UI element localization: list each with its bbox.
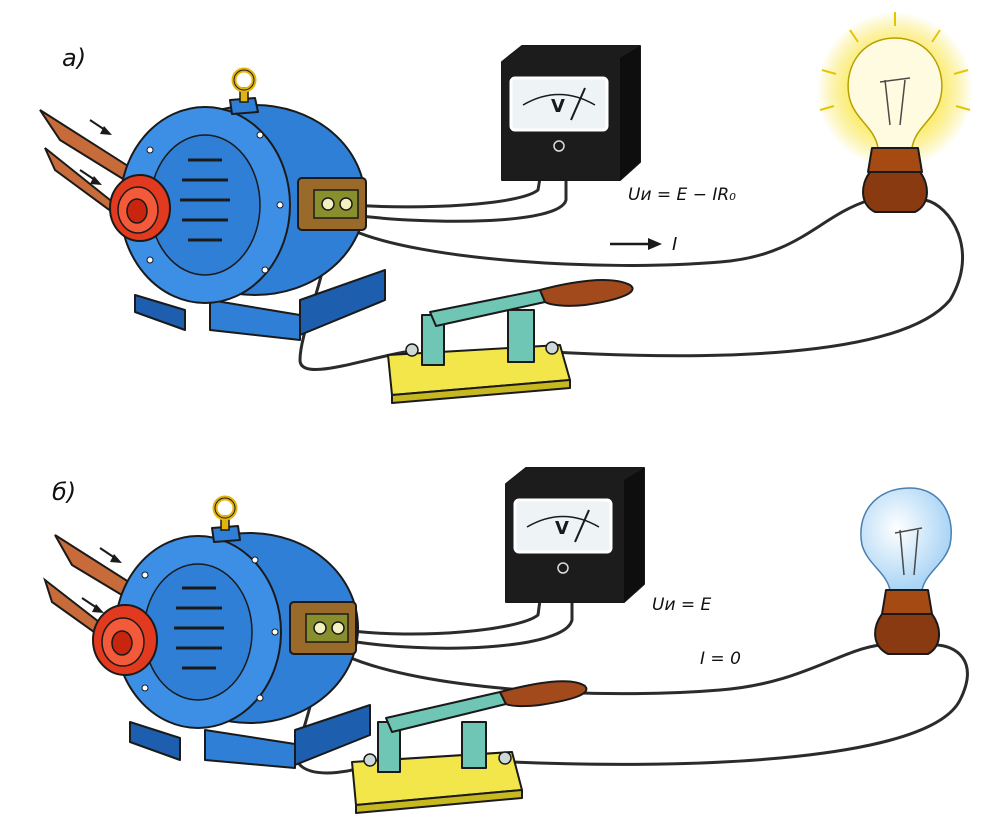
panel-a: а) — [39, 12, 973, 404]
panel-a-lamp-lit — [817, 12, 973, 213]
panel-b-voltmeter: V — [505, 467, 645, 603]
panel-a-voltmeter: V — [501, 45, 641, 181]
panel-b-eye-bolt — [212, 495, 238, 531]
panel-a-wires — [298, 176, 964, 371]
panel-a-knife-switch — [387, 279, 634, 404]
panel-b-knife-switch — [351, 680, 588, 814]
panel-b-current-label: I = 0 — [700, 649, 741, 669]
panel-a-pulley — [109, 174, 171, 242]
panel-b: б) — [43, 467, 969, 814]
panel-b-formula: Uи = E — [652, 595, 712, 615]
panel-a-meter-symbol: V — [551, 96, 565, 117]
panel-a-current-label: I — [672, 234, 677, 255]
panel-a-terminal-box — [297, 177, 367, 231]
panel-b-pulley — [92, 604, 158, 676]
panel-b-meter-symbol: V — [555, 518, 569, 539]
panel-a-formula: Uи = E − IR₀ — [628, 185, 736, 205]
panel-a-current-arrow — [610, 238, 662, 250]
panel-b-terminal-box — [289, 601, 357, 655]
panel-b-lamp-off — [860, 487, 952, 655]
panel-a-label: а) — [62, 44, 86, 72]
panel-a-eye-bolt — [231, 67, 257, 103]
panel-b-label: б) — [52, 478, 76, 506]
